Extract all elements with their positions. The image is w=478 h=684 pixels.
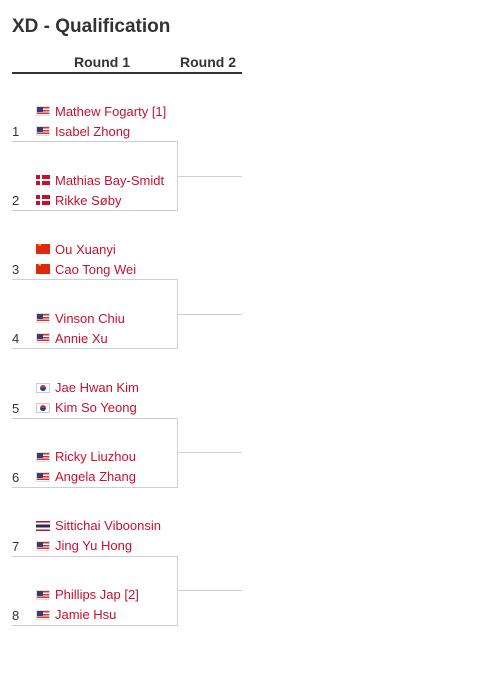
player-name-link[interactable]: Rikke Søby	[55, 192, 122, 208]
round-2-slot	[178, 452, 242, 453]
player-name-link[interactable]: Angela Zhang	[55, 469, 136, 485]
team-underline	[12, 624, 178, 626]
team-underline	[12, 348, 178, 350]
player-name-link[interactable]: Mathew Fogarty [1]	[55, 103, 167, 119]
seed-number: 6	[12, 469, 20, 485]
round-2-slot	[178, 590, 242, 591]
th-flag-icon	[36, 520, 50, 531]
player-name-link[interactable]: Mathias Bay-Smidt	[55, 172, 165, 188]
player-entry: Vinson Chiu	[36, 309, 125, 327]
bracket-connector	[177, 417, 178, 488]
player-entry: Jing Yu Hong	[36, 537, 132, 555]
player-entry: Ou Xuanyi	[36, 240, 116, 258]
player-entry: Jamie Hsu	[36, 606, 116, 624]
player-name-link[interactable]: Isabel Zhong	[55, 123, 131, 139]
dk-flag-icon	[36, 195, 50, 205]
seed-number: 5	[12, 400, 20, 416]
player-entry: Rikke Søby	[36, 191, 121, 209]
page-title: XD - Qualification	[12, 16, 171, 37]
round-2-slot	[178, 176, 242, 177]
player-name-link[interactable]: Phillips Jap [2]	[55, 587, 139, 603]
team-underline	[12, 417, 178, 419]
us-flag-icon	[36, 609, 50, 620]
seed-number: 1	[12, 124, 20, 139]
player-entry: Angela Zhang	[36, 468, 136, 486]
player-name-link[interactable]: Jamie Hsu	[55, 607, 117, 623]
us-flag-icon	[36, 313, 50, 324]
player-name-link[interactable]: Cao Tong Wei	[55, 261, 137, 277]
player-name-link[interactable]: Ricky Liuzhou	[55, 449, 136, 465]
dk-flag-icon	[36, 175, 50, 185]
player-entry: Mathias Bay-Smidt	[36, 171, 164, 189]
us-flag-icon	[36, 589, 50, 600]
player-entry: Ricky Liuzhou	[36, 448, 136, 466]
player-name-link[interactable]: Sittichai Viboonsin	[55, 518, 161, 534]
kr-flag-icon	[36, 382, 50, 393]
seed-number: 4	[12, 331, 20, 347]
player-entry: Phillips Jap [2]	[36, 586, 139, 604]
bracket-connector	[177, 279, 178, 350]
header-divider	[12, 72, 242, 74]
player-entry: Mathew Fogarty [1]	[36, 102, 166, 120]
us-flag-icon	[36, 333, 50, 344]
bracket-connector	[177, 555, 178, 626]
player-entry: Annie Xu	[36, 329, 108, 347]
player-name-link[interactable]: Jing Yu Hong	[55, 538, 133, 554]
team-underline	[12, 210, 178, 211]
team-underline	[12, 486, 178, 488]
player-entry: Cao Tong Wei	[36, 260, 136, 278]
team-underline	[12, 141, 178, 142]
player-entry: Jae Hwan Kim	[36, 379, 139, 397]
cn-flag-icon	[36, 264, 50, 275]
team-underline	[12, 555, 178, 557]
player-name-link[interactable]: Vinson Chiu	[55, 310, 125, 326]
seed-number: 8	[12, 607, 20, 623]
seed-number: 3	[12, 262, 20, 278]
player-entry: Kim So Yeong	[36, 399, 137, 417]
round-2-slot	[178, 314, 242, 315]
bracket-connector	[177, 141, 178, 211]
us-flag-icon	[36, 451, 50, 462]
player-entry: Sittichai Viboonsin	[36, 517, 161, 535]
player-entry: Isabel Zhong	[36, 122, 130, 140]
us-flag-icon	[36, 106, 50, 116]
player-name-link[interactable]: Kim So Yeong	[55, 400, 137, 416]
us-flag-icon	[36, 540, 50, 551]
seed-number: 2	[12, 193, 20, 208]
cn-flag-icon	[36, 244, 50, 255]
player-name-link[interactable]: Annie Xu	[55, 330, 108, 346]
us-flag-icon	[36, 126, 50, 136]
kr-flag-icon	[36, 402, 50, 413]
round-2-header: Round 2	[180, 54, 236, 70]
us-flag-icon	[36, 471, 50, 482]
team-underline	[12, 279, 178, 281]
player-name-link[interactable]: Jae Hwan Kim	[55, 380, 139, 396]
round-1-header: Round 1	[74, 54, 130, 70]
player-name-link[interactable]: Ou Xuanyi	[55, 241, 116, 257]
seed-number: 7	[12, 538, 20, 554]
